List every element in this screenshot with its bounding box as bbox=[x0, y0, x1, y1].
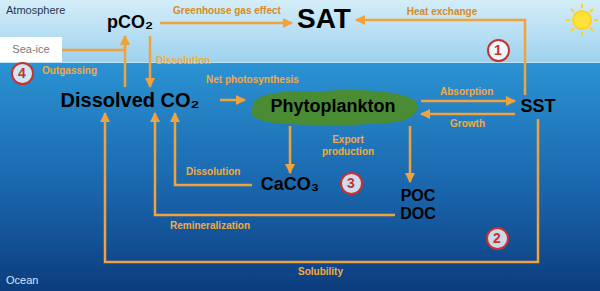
flow-arrow bbox=[155, 113, 395, 215]
flow-arrow bbox=[149, 36, 152, 87]
sky bbox=[0, 0, 600, 62]
blob-outline bbox=[251, 90, 417, 125]
variable-node: Dissolved CO₂ bbox=[40, 87, 220, 113]
node-text: SAT bbox=[297, 4, 351, 35]
flow-arrow bbox=[356, 20, 525, 95]
node-text: SST bbox=[520, 97, 555, 117]
flow-arrow bbox=[62, 36, 125, 50]
region-label: Atmosphere bbox=[6, 4, 65, 16]
flow-arrow bbox=[409, 126, 412, 182]
callout-number: 2 bbox=[486, 227, 509, 250]
edge-label: Dissolution bbox=[186, 166, 240, 178]
sun-ray bbox=[590, 9, 593, 12]
variable-node: SAT bbox=[292, 2, 356, 37]
edge-label: Solubility bbox=[298, 266, 343, 278]
sun bbox=[566, 4, 598, 36]
callout-number: 4 bbox=[11, 62, 34, 85]
node-text: CaCO₃ bbox=[261, 175, 319, 195]
sea-surface bbox=[0, 62, 600, 63]
variable-node: pCO₂ bbox=[100, 10, 160, 36]
sea-ice-box: Sea-ice bbox=[0, 37, 62, 62]
variable-node: CaCO₃ bbox=[252, 173, 328, 197]
sun-ray bbox=[594, 19, 598, 21]
flow-arrow bbox=[105, 113, 538, 262]
phytoplankton-blob: Phytoplankton bbox=[245, 88, 421, 126]
flow-arrow bbox=[289, 126, 292, 173]
callout-number: 3 bbox=[340, 172, 363, 195]
node-text: Phytoplankton bbox=[271, 97, 396, 117]
node-text: DOC bbox=[400, 205, 436, 223]
callout-number: 1 bbox=[487, 39, 510, 62]
edge-label: Export production bbox=[316, 134, 380, 158]
flow-arrow bbox=[421, 113, 515, 116]
flow-arrow bbox=[160, 22, 292, 25]
edge-label: Dissolution bbox=[156, 55, 210, 67]
edge-label: Growth bbox=[450, 118, 485, 130]
edge-label: Remineralization bbox=[170, 220, 250, 232]
edge-label: Heat exchange bbox=[392, 6, 492, 18]
edge-label: Outgassing bbox=[42, 65, 97, 77]
sun-ray bbox=[566, 19, 570, 21]
node-text: Sea-ice bbox=[12, 43, 49, 55]
flow-arrow bbox=[421, 100, 515, 103]
node-text: pCO₂ bbox=[107, 13, 153, 33]
flow-arrow bbox=[175, 113, 252, 185]
ocean bbox=[0, 62, 600, 291]
sun-ray bbox=[581, 32, 583, 36]
node-text: POC bbox=[401, 187, 436, 205]
edge-label: Absorption bbox=[440, 86, 493, 98]
sun-ray bbox=[590, 28, 593, 31]
region-label: Ocean bbox=[6, 274, 38, 286]
sun-ray bbox=[571, 9, 574, 12]
flow-arrow bbox=[220, 99, 245, 102]
sun-disc bbox=[573, 11, 591, 29]
sun-ray bbox=[581, 4, 583, 8]
edge-label: Net photosynthesis bbox=[206, 74, 299, 86]
variable-node: POCDOC bbox=[395, 182, 441, 228]
variable-node: SST bbox=[515, 95, 561, 119]
node-text: Dissolved CO₂ bbox=[61, 89, 200, 111]
sun-ray bbox=[571, 28, 574, 31]
edge-label: Greenhouse gas effect bbox=[166, 5, 288, 17]
